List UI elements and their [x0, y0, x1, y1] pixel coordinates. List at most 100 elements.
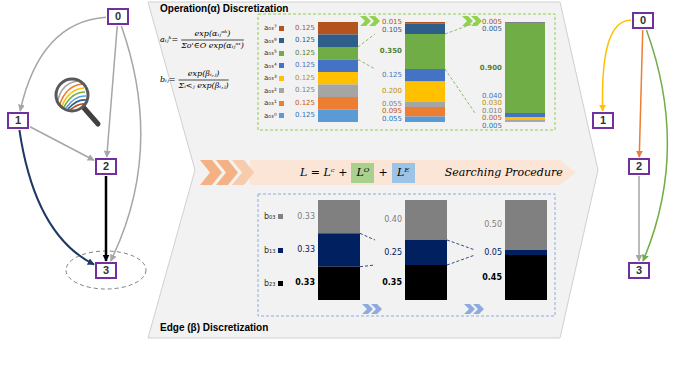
chevron-mark — [464, 304, 475, 314]
value-label: 0.125 — [295, 61, 315, 70]
magnifier-handle — [84, 108, 98, 124]
bar-segment — [405, 24, 445, 35]
chevron-mark — [462, 16, 473, 26]
loss-term-box: Lᴼ — [351, 163, 374, 183]
loss-text: + — [378, 166, 387, 180]
value-label: 0.105 — [382, 26, 402, 35]
graph-edge — [602, 20, 631, 111]
legend-swatch — [279, 76, 284, 81]
band-chevron — [200, 160, 222, 185]
graph-edge — [639, 30, 642, 157]
value-label: 0.35 — [382, 278, 402, 288]
value-label: 0.25 — [384, 248, 402, 258]
band-chevron — [216, 160, 238, 185]
node-id: 1 — [594, 114, 612, 127]
node-id: 0 — [109, 10, 127, 23]
value-label: 0.125 — [295, 36, 315, 45]
graph-edge — [107, 26, 117, 157]
node-id: 3 — [97, 264, 115, 277]
value-label: 0.33 — [297, 212, 315, 222]
bar-segment — [318, 200, 360, 233]
formula-text: Σo'∈O exp(αᵢⱼᵒ') — [181, 41, 244, 51]
chevron-mark — [473, 304, 484, 314]
value-label: 0.125 — [295, 74, 315, 83]
bar-segment — [505, 23, 545, 113]
value-label: 0.200 — [382, 87, 402, 96]
legend-swatch — [278, 281, 283, 286]
magnifier-rim — [56, 79, 88, 111]
bar-segment — [318, 233, 360, 266]
graph-node: 3 — [628, 262, 650, 279]
bar-segment — [505, 250, 547, 255]
bar-segment — [405, 117, 445, 123]
legend-label: a₀₃⁰ — [264, 111, 277, 121]
value-label: 0.055 — [382, 115, 402, 124]
dashed-guide — [358, 34, 375, 47]
value-label: 0.33 — [295, 278, 315, 288]
value-label: 0.005 — [482, 25, 502, 34]
chevron-mark — [360, 16, 371, 26]
value-label: 0.125 — [295, 99, 315, 108]
bar-segment — [505, 255, 547, 300]
bar-segment — [405, 107, 445, 117]
chevron-mark — [371, 304, 382, 314]
bar-segment — [505, 120, 545, 121]
bar-segment — [318, 85, 358, 98]
bar-segment — [405, 200, 447, 240]
legend-label: a₀₃⁴ — [264, 61, 277, 71]
bar-segment — [318, 267, 360, 300]
dashed-guide — [447, 255, 475, 265]
chevron-panel — [148, 2, 598, 338]
chevron-mark — [362, 304, 373, 314]
bar-segment — [505, 121, 545, 123]
node-id: 0 — [634, 14, 652, 27]
node-id: 2 — [97, 160, 115, 173]
formula-text: aᵢⱼᵏ= — [160, 35, 178, 45]
legend-label: b₀₃ — [264, 211, 276, 222]
bar-segment — [405, 22, 445, 24]
graph-node: 0 — [632, 12, 654, 29]
legend-label: b₂₃ — [264, 278, 276, 289]
formula-text: exp(αᵢⱼᵒᵏ) — [195, 29, 231, 39]
loss-text: L = Lᶜ + — [300, 166, 347, 180]
loss-term: Lᴼ — [351, 166, 374, 180]
value-label: 0.125 — [295, 49, 315, 58]
loss-term-box: Lᴱ — [392, 163, 415, 183]
graph-node: 3 — [95, 262, 117, 279]
dashed-box — [258, 14, 555, 130]
bar-segment — [405, 34, 445, 69]
bar-segment — [505, 121, 545, 123]
section-title: Edge (β) Discretization — [160, 322, 268, 334]
legend-swatch — [278, 248, 283, 253]
value-label: 0.125 — [295, 111, 315, 120]
value-label: 0.40 — [384, 215, 402, 225]
formula-text: bᵢⱼ= — [160, 75, 176, 85]
fraction-bar — [179, 80, 229, 81]
legend-swatch — [279, 63, 284, 68]
band-chevron — [232, 160, 254, 185]
value-label: 0.125 — [295, 24, 315, 33]
legend-swatch — [279, 88, 284, 93]
node-id: 3 — [630, 264, 648, 277]
value-label: 0.005 — [482, 122, 502, 131]
bar-segment — [505, 117, 545, 120]
legend-swatch — [279, 51, 284, 56]
legend-label: a₀₃⁵ — [264, 48, 277, 58]
magnifier-lens — [56, 79, 88, 111]
bar-segment — [318, 35, 358, 48]
value-label: 0.900 — [480, 64, 502, 73]
dashed-guide — [358, 60, 375, 70]
dashed-box — [258, 194, 555, 316]
legend-label: b₁₃ — [264, 245, 276, 256]
legend-swatch — [278, 214, 283, 219]
graph-edge — [19, 130, 94, 265]
dashed-guide — [445, 69, 475, 113]
value-label: 0.125 — [382, 71, 402, 80]
value-label: 0.45 — [482, 273, 502, 283]
bar-segment — [405, 69, 445, 82]
value-label: 0.33 — [297, 245, 315, 255]
legend-swatch — [279, 101, 284, 106]
graph-edge — [643, 30, 667, 261]
bar-segment — [318, 60, 358, 73]
